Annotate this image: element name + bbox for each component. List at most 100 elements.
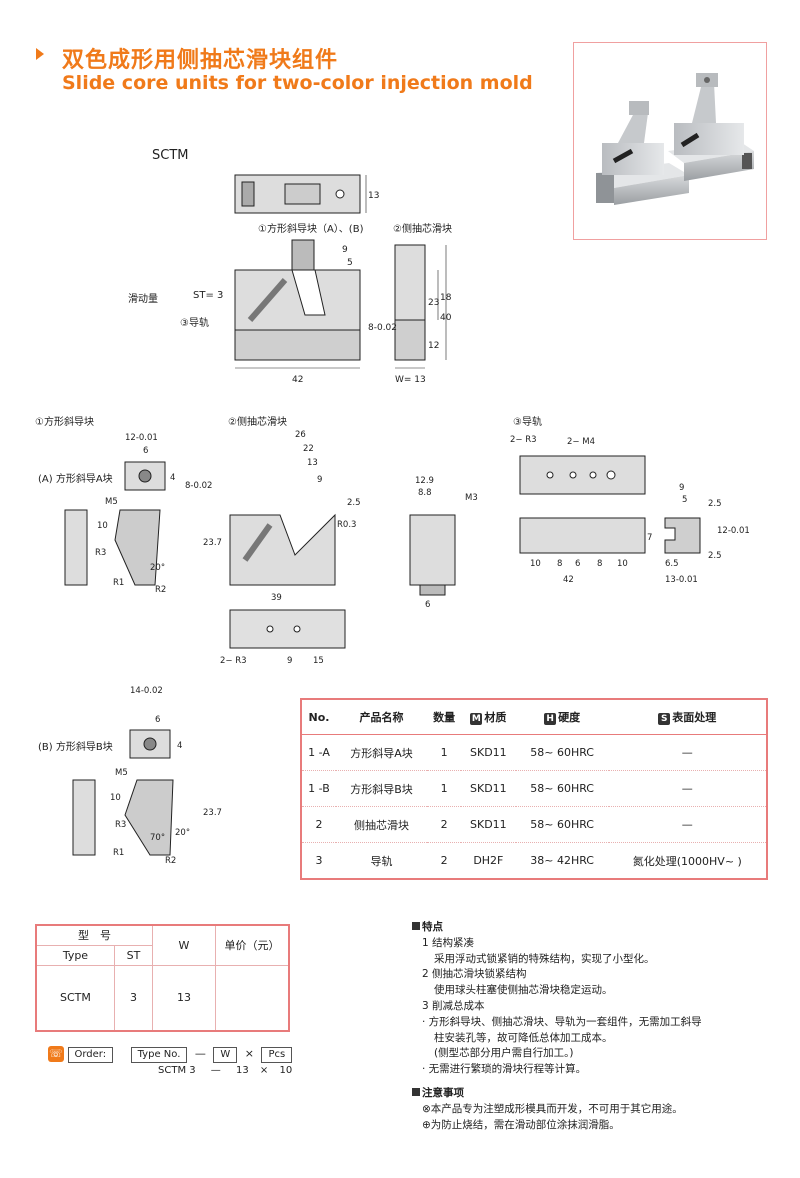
assembly-part3-label: ③导轨 [180,318,209,329]
notes-heading: 注意事项 [422,1086,464,1099]
p2-dim-22: 22 [303,444,314,454]
order-label: Order: [67,1047,114,1063]
dim-5: 5 [347,258,353,268]
p2-dim-9b: 9 [287,656,292,666]
dim-4: 4 [170,473,175,483]
order-example-pcs: 10 [279,1065,293,1076]
page-title: 双色成形用侧抽芯滑块组件 [62,48,339,73]
p3-r3: 2− R3 [510,435,537,445]
r3-label: R3 [95,548,106,558]
dim-42: 42 [292,375,303,385]
dim-6b: 6 [155,715,160,725]
note-item: ⊕为防止烧结，需在滑动部位涂抹润滑脂。 [422,1118,620,1131]
order-w: W [213,1047,238,1063]
part2-drawing: 26 22 13 9 2.5 R0.3 39 12.9 8.8 M3 6 15 … [220,430,478,666]
spec-h-no: No. [301,699,336,735]
p2-dim-25: 2.5 [347,498,361,508]
part1-b-drawing: 14-0.02 6 4 M5 10 R3 R1 R2 70° 20° 23.7 [72,686,222,866]
p3-dim-9: 9 [679,483,684,493]
m5b-label: M5 [115,768,128,778]
dim-10b: 10 [110,793,121,803]
part1-b-label: (B) 方形斜导B块 [38,742,113,753]
dim-237b: 23.7 [203,808,222,818]
price-h-model: 型 号 [35,924,153,946]
material-mark-icon: M [470,713,483,725]
part1-a-drawing: 12-0.01 6 4 8-0.02 M5 10 R3 R1 R2 20° 23… [64,433,222,595]
r1-label: R1 [113,578,124,588]
square-bullet-icon [412,922,420,930]
price-h-w: W [152,924,216,966]
assembly-part2-label: ②侧抽芯滑块 [393,224,452,235]
st-label: ST= 3 [193,290,224,301]
features-section: 特点 1 结构紧凑 采用浮动式锁紧销的特殊结构，实现了小型化。 2 侧抽芯滑块锁… [412,920,792,1133]
part3-heading: ③导轨 [513,417,542,428]
order-line: ☏ Order: Type No. — W × Pcs SCTM 3 — 13 … [48,1046,293,1076]
feature-item: · 方形斜导块、侧抽芯滑块、导轨为一套组件，无需加工斜导 [422,1015,702,1028]
r2-label: R2 [155,585,166,595]
part1-heading: ①方形斜导块 [35,417,94,428]
p2-dim-15: 15 [313,656,324,666]
dim-237: 23.7 [203,538,222,548]
p3-m4: 2− M4 [567,437,595,447]
angle-20b: 20° [175,828,190,838]
dim-4b: 4 [177,741,182,751]
p2-r03: R0.3 [337,520,356,530]
r1b-label: R1 [113,848,124,858]
spec-h-name: 产品名称 [335,699,428,735]
dim-23: 23 [428,298,439,308]
spec-h-qty: 数量 [427,699,462,735]
price-h-st: ST [113,944,154,966]
price-st: 3 [113,964,154,1032]
p2-r3: 2− R3 [220,656,247,666]
square-bullet-icon [412,1087,420,1096]
title-bullet-icon [36,48,44,60]
dim-12: 12 [428,341,439,351]
feature-item: 使用球头柱塞使侧抽芯滑块稳定运动。 [434,984,613,997]
price-type: SCTM [35,964,115,1032]
p2-dim-13: 13 [307,458,318,468]
feature-item: 3 削减总成本 [422,999,485,1012]
product-photo [573,42,767,240]
dim-12-001: 12-0.01 [125,433,158,443]
p2-dim-9: 9 [317,475,322,485]
dim-10: 10 [97,521,108,531]
r2b-label: R2 [165,856,176,866]
dim-13: 13 [368,191,379,201]
p2-dim-6: 6 [425,600,430,610]
feature-item: · 无需进行繁琐的滑块行程等计算。 [422,1063,587,1076]
model-code: SCTM [152,148,189,163]
slide-amount-label: 滑动量 [128,294,158,305]
assembly-drawing: 42 W= 13 13 9 5 23 18 40 12 8-0.02 [234,174,452,385]
feature-item: 2 侧抽芯滑块锁紧结构 [422,968,527,981]
price-h-type: Type [35,944,115,966]
p3-dim-8b: 8 [597,559,602,569]
p3-dim-10b: 10 [617,559,628,569]
dim-6: 6 [143,446,148,456]
price-h-price: 单价（元） [215,924,290,966]
p3-dim-12: 12-0.01 [717,526,750,536]
page-subtitle: Slide core units for two-color injection… [62,72,533,94]
p2-dim-26: 26 [295,430,306,440]
price-w: 13 [152,964,216,1032]
feature-item: (侧型芯部分用户需自行加工。) [434,1047,574,1060]
dim-9: 9 [342,245,348,255]
feature-item: 采用浮动式锁紧销的特殊结构，实现了小型化。 [434,952,655,965]
feature-item: 1 结构紧凑 [422,936,475,949]
angle-70: 70° [150,833,165,843]
p3-dim-10: 10 [530,559,541,569]
p3-dim-65: 6.5 [665,559,679,569]
order-example-w: 13 [235,1065,249,1076]
table-row: SCTM 3 13 [35,964,290,1032]
m5-label: M5 [105,497,118,507]
p2-dim-39: 39 [271,593,282,603]
part3-drawing: 2− R3 2− M4 10 8 6 8 10 42 9 5 6.5 13-0.… [510,435,750,585]
p3-dim-8: 8 [557,559,562,569]
p3-dim-25b: 2.5 [708,551,722,561]
note-item: ⊗本产品专为注塑成形模具而开发，不可用于其它用途。 [422,1102,683,1115]
